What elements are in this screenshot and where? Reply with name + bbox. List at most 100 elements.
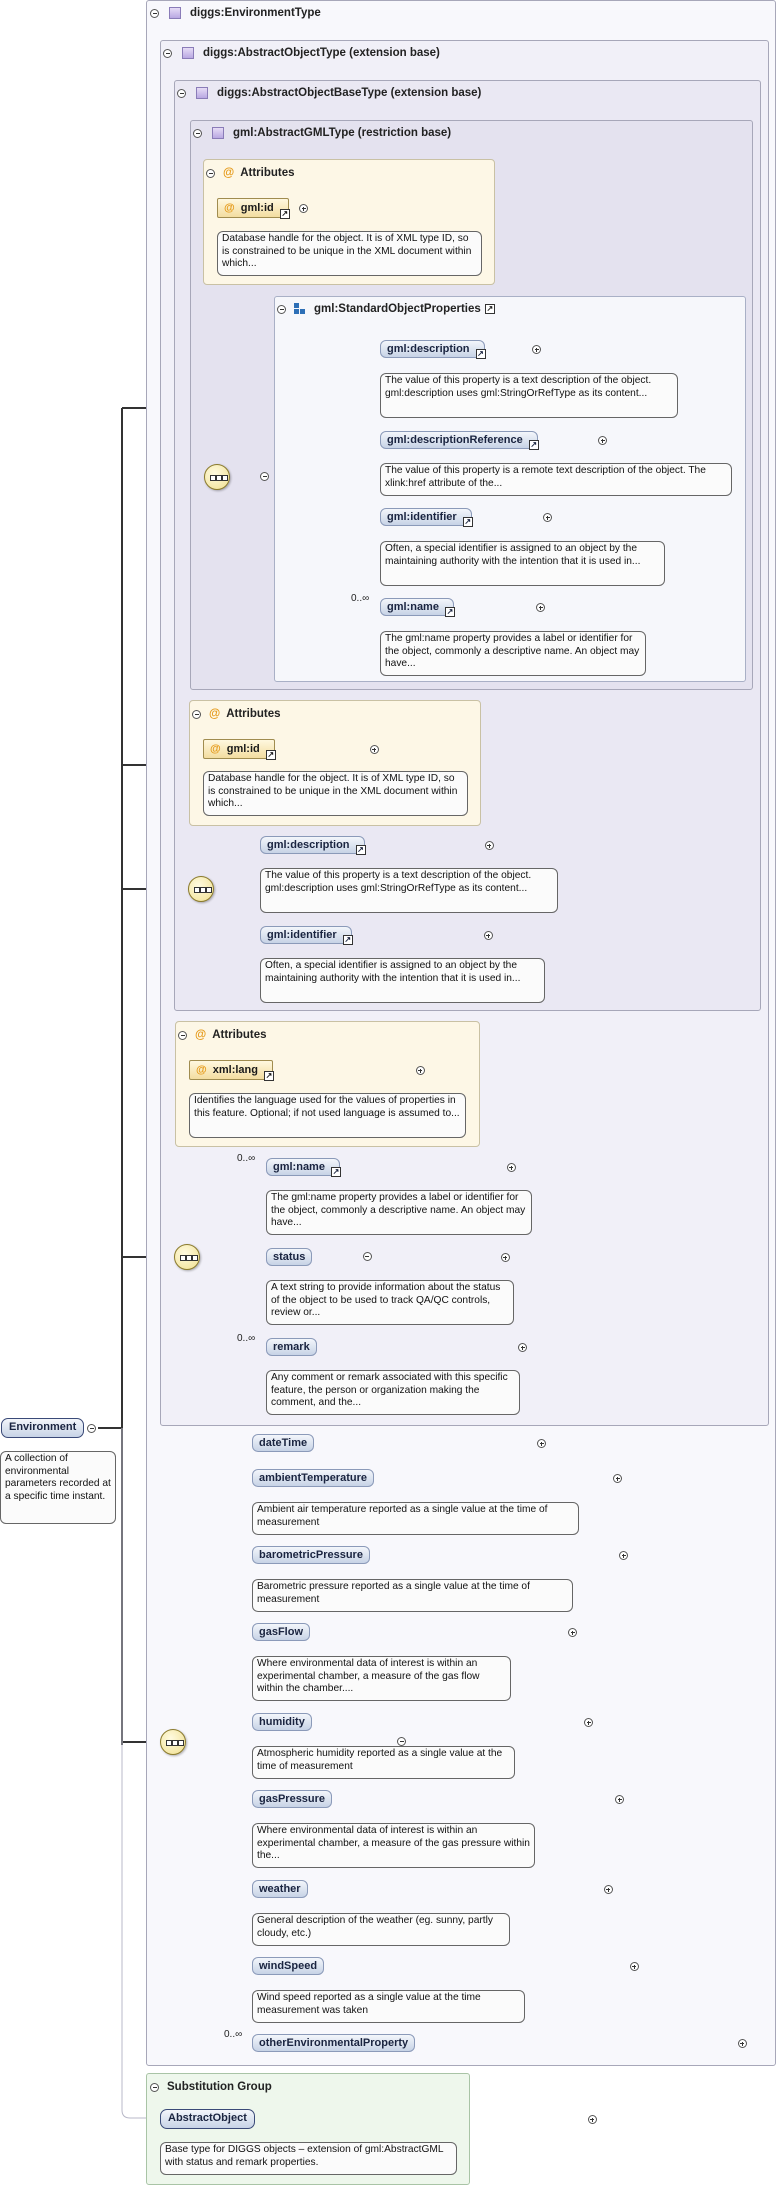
element-doc: Often, a special identifier is assigned …	[380, 541, 665, 586]
expand-icon[interactable]	[613, 1474, 623, 1483]
element-gas-flow[interactable]: gasFlow	[252, 1623, 311, 1641]
sequence-icon	[204, 464, 230, 490]
expand-icon[interactable]	[500, 1253, 510, 1262]
root-element-environment[interactable]: Environment	[1, 1418, 85, 1438]
expand-icon[interactable]	[506, 1163, 516, 1172]
complex-type-icon	[182, 47, 194, 59]
expand-icon[interactable]	[532, 345, 542, 354]
element-doc: Ambient air temperature reported as a si…	[252, 1502, 579, 1535]
element-other-environmental-property[interactable]: otherEnvironmentalProperty	[252, 2034, 416, 2052]
reference-arrow-icon: ↗	[263, 1071, 274, 1081]
element-doc: The gml:name property provides a label o…	[380, 631, 646, 676]
element-remark[interactable]: remark	[266, 1338, 317, 1356]
reference-arrow-icon: ↗	[484, 304, 495, 314]
expand-icon[interactable]	[299, 204, 309, 213]
expand-icon[interactable]	[484, 841, 494, 850]
attribute-gml-id[interactable]: @gml:id↗	[203, 739, 276, 760]
expand-icon[interactable]	[619, 1551, 629, 1560]
attribute-icon: @	[223, 167, 235, 179]
expand-icon[interactable]	[568, 1628, 578, 1637]
reference-arrow-icon: ↗	[330, 1167, 341, 1177]
collapse-icon[interactable]	[206, 168, 215, 178]
root-collapse-icon[interactable]	[87, 1424, 96, 1433]
occurrence-label: 0..∞	[224, 2029, 243, 2040]
element-status[interactable]: status	[266, 1248, 313, 1266]
element-gml-description[interactable]: gml:description↗	[260, 836, 366, 855]
root-doc: A collection of environmental parameters…	[0, 1451, 116, 1524]
sequence-icon	[174, 1244, 200, 1270]
sequence-icon	[188, 876, 214, 902]
element-abstract-object[interactable]: AbstractObject	[160, 2109, 255, 2129]
complex-type-icon	[212, 127, 224, 139]
expand-icon[interactable]	[537, 1439, 547, 1448]
expand-icon[interactable]	[483, 931, 493, 940]
attribute-icon: @	[195, 1029, 207, 1041]
collapse-icon[interactable]	[150, 8, 159, 18]
reference-arrow-icon: ↗	[279, 209, 290, 219]
expand-icon[interactable]	[536, 603, 546, 612]
element-wind-speed[interactable]: windSpeed	[252, 1957, 325, 1975]
element-gml-name[interactable]: gml:name↗	[380, 598, 455, 617]
element-doc: The value of this property is a text des…	[260, 868, 558, 913]
element-barometric-pressure[interactable]: barometricPressure	[252, 1546, 370, 1564]
collapse-icon[interactable]	[277, 304, 286, 314]
object-attributes-title: @Attributes	[178, 1029, 267, 1041]
reference-arrow-icon: ↗	[528, 440, 539, 450]
expand-icon[interactable]	[737, 2039, 747, 2048]
reference-arrow-icon: ↗	[444, 607, 455, 617]
collapse-icon[interactable]	[178, 1030, 187, 1040]
expand-icon[interactable]	[584, 1718, 594, 1727]
expand-icon[interactable]	[587, 2115, 597, 2124]
element-weather[interactable]: weather	[252, 1880, 308, 1898]
expand-icon[interactable]	[369, 745, 379, 754]
sequence-icon	[160, 1729, 186, 1755]
collapse-icon[interactable]	[150, 2082, 159, 2092]
collapse-icon[interactable]	[192, 709, 201, 719]
element-gml-description[interactable]: gml:description↗	[380, 340, 486, 359]
attribute-doc: Database handle for the object. It is of…	[217, 231, 482, 276]
occurrence-label: 0..∞	[351, 593, 370, 604]
substitution-group-title: Substitution Group	[150, 2081, 272, 2093]
expand-icon[interactable]	[598, 436, 608, 445]
abstract-object-base-type-title: diggs:AbstractObjectBaseType (extension …	[177, 87, 481, 99]
reference-arrow-icon: ↗	[355, 845, 366, 855]
element-humidity[interactable]: humidity	[252, 1713, 312, 1731]
element-date-time[interactable]: dateTime	[252, 1434, 315, 1452]
element-doc: The value of this property is a text des…	[380, 373, 678, 418]
expand-icon[interactable]	[415, 1066, 425, 1075]
abstract-object-type-title: diggs:AbstractObjectType (extension base…	[163, 47, 440, 59]
reference-arrow-icon: ↗	[462, 517, 473, 527]
element-gas-pressure[interactable]: gasPressure	[252, 1790, 333, 1808]
element-gml-description-reference[interactable]: gml:descriptionReference↗	[380, 431, 539, 450]
reference-arrow-icon: ↗	[475, 349, 486, 359]
collapse-icon[interactable]	[260, 472, 270, 481]
collapse-icon[interactable]	[163, 48, 172, 58]
attribute-xml-lang[interactable]: @xml:lang↗	[189, 1060, 274, 1081]
element-gml-identifier[interactable]: gml:identifier↗	[380, 508, 473, 527]
expand-icon[interactable]	[615, 1795, 625, 1804]
abstract-gml-type-title: gml:AbstractGMLType (restriction base)	[193, 127, 451, 139]
element-ambient-temperature[interactable]: ambientTemperature	[252, 1469, 374, 1487]
expand-icon[interactable]	[543, 513, 553, 522]
element-doc: Where environmental data of interest is …	[252, 1823, 535, 1868]
expand-icon[interactable]	[603, 1885, 613, 1894]
element-doc: The value of this property is a remote t…	[380, 463, 732, 496]
element-doc: Wind speed reported as a single value at…	[252, 1990, 525, 2023]
collapse-icon[interactable]	[193, 128, 202, 138]
collapse-icon[interactable]	[362, 1252, 372, 1261]
element-gml-name[interactable]: gml:name↗	[266, 1158, 341, 1177]
collapse-icon[interactable]	[177, 88, 186, 98]
collapse-icon[interactable]	[397, 1737, 407, 1746]
element-gml-identifier[interactable]: gml:identifier↗	[260, 926, 353, 945]
element-doc: Where environmental data of interest is …	[252, 1656, 511, 1701]
standard-object-properties-title: gml:StandardObjectProperties↗	[277, 303, 495, 315]
reference-arrow-icon: ↗	[342, 935, 353, 945]
attribute-doc: Database handle for the object. It is of…	[203, 771, 468, 816]
element-doc: General description of the weather (eg. …	[252, 1913, 510, 1946]
attribute-gml-id[interactable]: @gml:id↗	[217, 198, 290, 219]
expand-icon[interactable]	[518, 1343, 527, 1352]
attribute-icon: @	[209, 708, 221, 720]
element-doc: Base type for DIGGS objects – extension …	[160, 2142, 457, 2175]
expand-icon[interactable]	[629, 1962, 639, 1971]
element-doc: Barometric pressure reported as a single…	[252, 1579, 573, 1612]
